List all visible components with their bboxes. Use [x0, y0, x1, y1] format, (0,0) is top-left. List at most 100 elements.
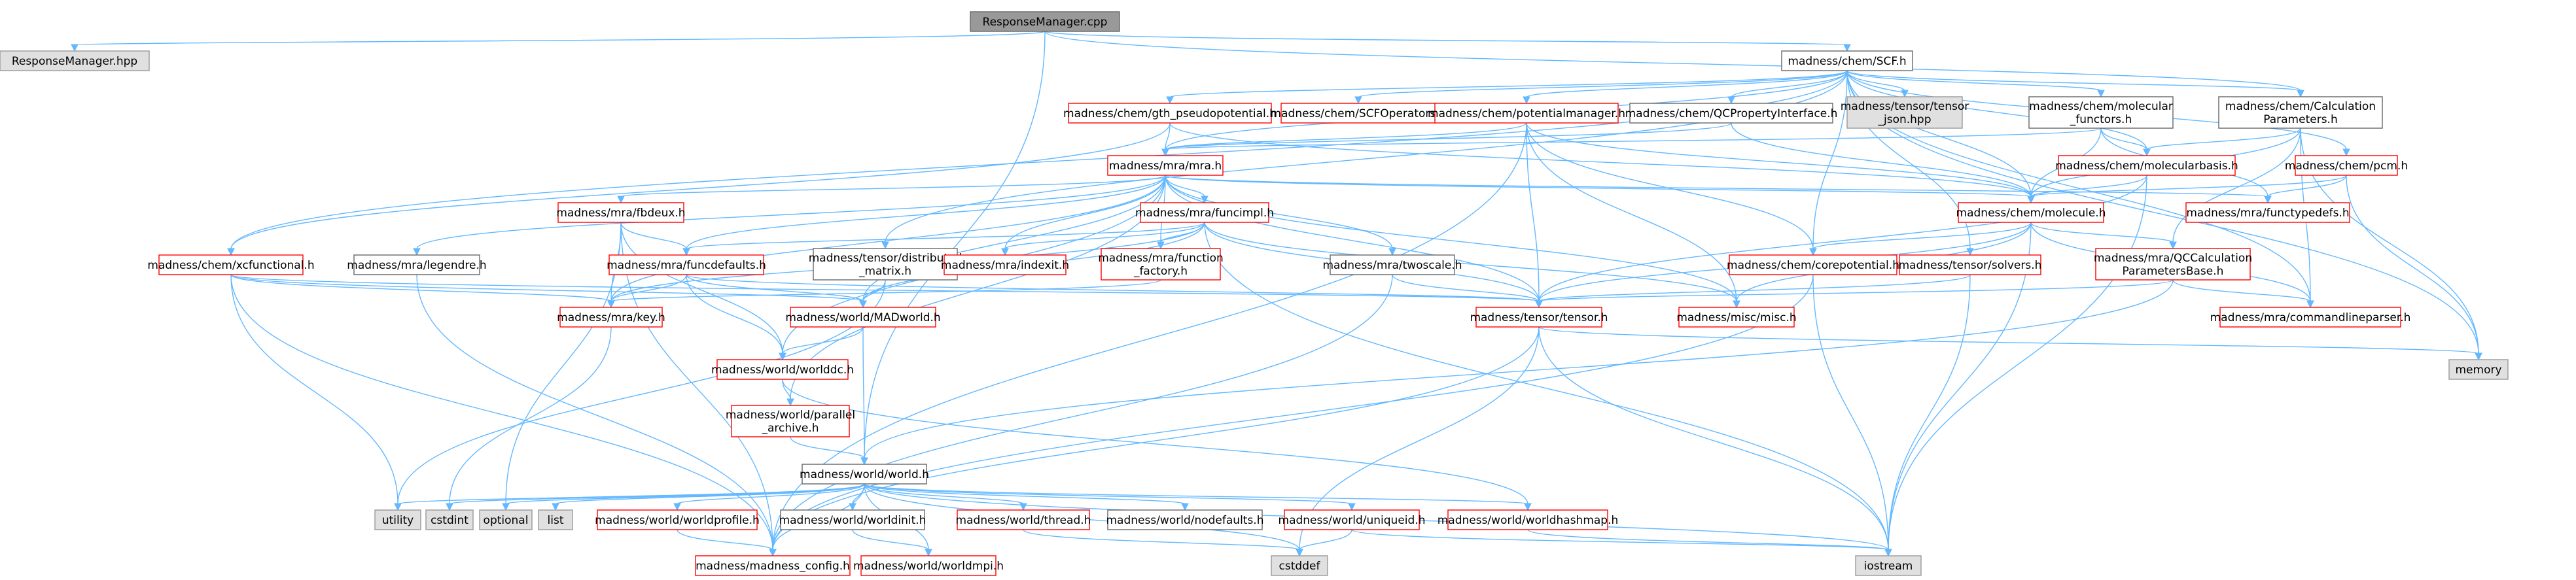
- edge-line: [1538, 279, 2174, 302]
- arrowhead-icon: [1524, 503, 1532, 511]
- node-world[interactable]: madness/world/world.h: [800, 464, 929, 485]
- node-box: [790, 307, 936, 328]
- node-twoscale[interactable]: madness/mra/twoscale.h: [1322, 254, 1462, 275]
- edge-line: [686, 175, 1166, 250]
- node-label: _matrix.h: [858, 265, 911, 278]
- node-qcprop[interactable]: madness/chem/QCPropertyInterface.h: [1625, 103, 1838, 124]
- edge-line: [1169, 122, 2032, 197]
- node-tensor[interactable]: madness/tensor/tensor.h: [1470, 307, 1608, 328]
- node-worlddc[interactable]: madness/world/worlddc.h: [711, 359, 854, 380]
- node-hashmap[interactable]: madness/world/worldhashmap.h: [1438, 509, 1619, 530]
- arrowhead-icon: [552, 503, 559, 511]
- node-gth[interactable]: madness/chem/gth_pseudopotential.h: [1063, 103, 1277, 124]
- node-config[interactable]: madness/madness_config.h: [695, 555, 851, 576]
- node-funcdefaults[interactable]: madness/mra/funcdefaults.h: [607, 254, 766, 275]
- node-key[interactable]: madness/mra/key.h: [557, 307, 665, 328]
- node-xcfunc[interactable]: madness/chem/xcfunctional.h: [147, 254, 315, 275]
- node-corepot[interactable]: madness/chem/corepotential.h: [1727, 254, 1899, 275]
- arrowhead-icon: [1001, 248, 1009, 256]
- node-box: [731, 405, 850, 437]
- node-functypedefs[interactable]: madness/mra/functypedefs.h: [2185, 202, 2350, 223]
- edge-mra-to-molecule: [1165, 175, 2035, 204]
- node-molecule[interactable]: madness/chem/molecule.h: [1956, 202, 2106, 223]
- edge-scf-to-distmatrix: [881, 70, 1848, 250]
- node-label: madness/tensor/tensor: [1841, 100, 1969, 113]
- node-cmdline[interactable]: madness/mra/commandlineparser.h: [2210, 307, 2411, 328]
- arrowhead-icon: [925, 549, 932, 557]
- node-fbdeux[interactable]: madness/mra/fbdeux.h: [556, 202, 686, 223]
- node-worldprofile[interactable]: madness/world/worldprofile.h: [595, 509, 760, 530]
- node-scf[interactable]: madness/chem/SCF.h: [1781, 50, 1913, 71]
- node-label: madness/chem/SCF.h: [1788, 55, 1906, 68]
- node-mra[interactable]: madness/mra/mra.h: [1107, 155, 1224, 176]
- node-iostream: iostream: [1855, 555, 1922, 576]
- edge-line: [1044, 31, 1848, 46]
- node-label: madness/chem/molecule.h: [1956, 207, 2106, 220]
- node-label: madness/mra/indexit.h: [941, 259, 1069, 272]
- node-worldmpi[interactable]: madness/world/worldmpi.h: [853, 555, 1004, 576]
- node-list: list: [538, 509, 573, 530]
- node-thread[interactable]: madness/world/thread.h: [956, 509, 1091, 530]
- edge-line: [864, 483, 1352, 505]
- node-potmgr[interactable]: madness/chem/potentialmanager.h: [1428, 103, 1625, 124]
- node-legendre[interactable]: madness/mra/legendre.h: [347, 254, 487, 275]
- node-molfunctors[interactable]: madness/chem/molecular_functors.h: [2028, 96, 2174, 129]
- node-label: madness/tensor/solvers.h: [1899, 259, 2042, 272]
- edge-line: [2100, 128, 2147, 150]
- node-box: [944, 254, 1067, 275]
- edge-line: [1538, 274, 1971, 302]
- node-funcimpl[interactable]: madness/mra/funcimpl.h: [1135, 202, 1274, 223]
- node-molbasis[interactable]: madness/chem/molecularbasis.h: [2055, 155, 2238, 176]
- edge-line: [230, 274, 1540, 302]
- edge-madworld-to-world: [860, 326, 868, 466]
- node-worldinit[interactable]: madness/world/worldinit.h: [779, 509, 926, 530]
- node-label: madness/chem/SCFOperators.h: [1271, 107, 1447, 120]
- node-misc[interactable]: madness/misc/misc.h: [1676, 307, 1797, 328]
- node-qcbase[interactable]: madness/mra/QCCalculationParametersBase.…: [2094, 248, 2252, 281]
- node-box: [1729, 254, 1897, 275]
- node-indexit[interactable]: madness/mra/indexit.h: [941, 254, 1069, 275]
- arrowhead-icon: [1727, 96, 1735, 105]
- arrowhead-icon: [1535, 300, 1543, 309]
- arrowhead-icon: [2027, 196, 2035, 204]
- arrowhead-icon: [881, 241, 889, 250]
- edge-corepot-to-iostream: [1812, 274, 1892, 557]
- arrowhead-icon: [1296, 549, 1303, 557]
- node-label: madness/mra/commandlineparser.h: [2210, 311, 2411, 324]
- node-label: madness/chem/pcm.h: [2285, 160, 2408, 173]
- node-scfops[interactable]: madness/chem/SCFOperators.h: [1271, 103, 1447, 124]
- node-box: [425, 509, 474, 530]
- node-pcm[interactable]: madness/chem/pcm.h: [2285, 155, 2408, 176]
- node-label: madness/chem/corepotential.h: [1727, 259, 1899, 272]
- node-box: [597, 509, 758, 530]
- edge-line: [686, 274, 1540, 302]
- node-label: cstdint: [431, 514, 468, 527]
- edge-line: [1044, 31, 2301, 92]
- node-uniqueid[interactable]: madness/world/uniqueid.h: [1279, 509, 1426, 530]
- arrowhead-icon: [1161, 148, 1169, 157]
- edge-pcm-to-memory: [2346, 175, 2482, 361]
- edge-qcbase-to-cmdline: [2172, 279, 2314, 309]
- edge-line: [864, 483, 1024, 505]
- node-label: cstddef: [1279, 560, 1321, 573]
- node-label: madness/world/worldhashmap.h: [1438, 514, 1619, 527]
- edge-line: [2267, 175, 2347, 197]
- edge-world-to-hashmap: [864, 483, 1532, 511]
- edge-mra-to-madworld: [859, 175, 1166, 309]
- edge-hashmap-to-iostream: [1527, 529, 1892, 557]
- arrowhead-icon: [607, 300, 615, 309]
- arrowhead-icon: [2306, 300, 2314, 309]
- node-madworld[interactable]: madness/world/MADworld.h: [785, 307, 941, 328]
- edge-line: [610, 175, 1166, 302]
- node-box: [2185, 202, 2350, 223]
- node-solvers[interactable]: madness/tensor/solvers.h: [1899, 254, 2042, 275]
- edge-line: [1526, 70, 1848, 98]
- node-funcfactory[interactable]: madness/mra/function_factory.h: [1098, 248, 1224, 281]
- node-nodefaults[interactable]: madness/world/nodefaults.h: [1106, 509, 1264, 530]
- node-box: [2295, 155, 2398, 176]
- edge-line: [772, 274, 1393, 551]
- node-distmatrix[interactable]: madness/tensor/distributed_matrix.h: [809, 248, 962, 281]
- node-pararchive[interactable]: madness/world/parallel_archive.h: [726, 405, 855, 437]
- edge-line: [686, 222, 1205, 250]
